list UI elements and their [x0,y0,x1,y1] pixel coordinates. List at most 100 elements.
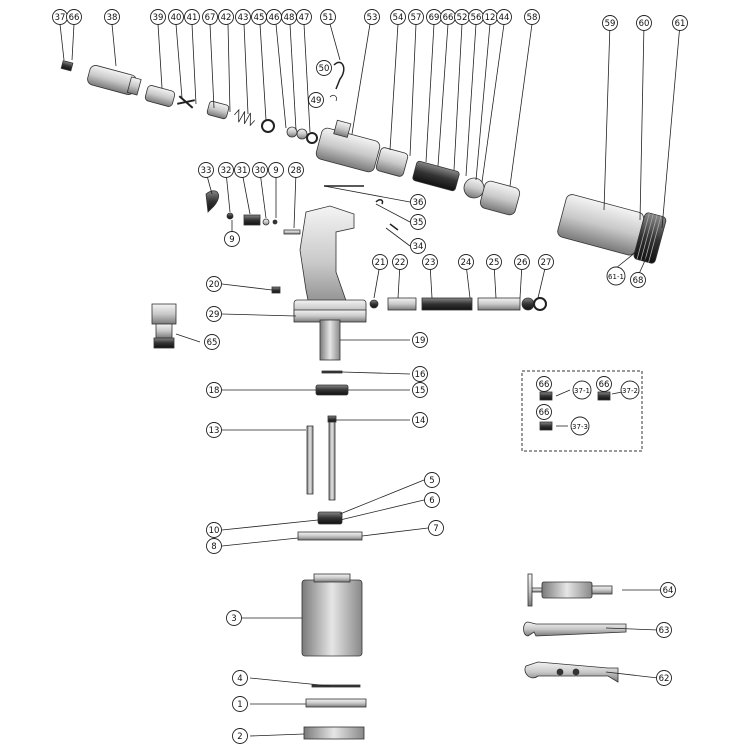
part-39 [144,85,176,107]
callout-c53: 53 [364,9,380,25]
callout-c23: 23 [422,254,438,270]
callout-c20: 20 [206,276,222,292]
part-54-57 [375,147,409,177]
callout-c29: 29 [206,306,222,322]
callout-number: 12 [485,13,496,23]
callout-number: 9 [273,166,278,176]
part-valve-row [369,297,547,311]
callout-number: 28 [291,166,302,176]
callout-circle [206,538,222,554]
callout-c18: 18 [206,382,222,398]
callout-c15: 15 [412,382,428,398]
callout-number: 40 [171,13,182,23]
callout-circle [206,276,222,292]
part-63 [523,621,627,637]
part-32 [226,212,234,220]
callout-number: 62 [659,674,670,684]
callout-circle [184,9,200,25]
callout-c19: 19 [412,332,428,348]
callout-number: 37-3 [572,423,588,431]
callout-circle [372,254,388,270]
callout-number: 35 [413,218,424,228]
part-4 [311,684,361,688]
part-37-1 [539,391,553,401]
callout-c69: 69 [426,9,442,25]
callout-number: 37 [55,13,66,23]
callout-c46: 46 [266,9,282,25]
callout-circle [524,9,540,25]
callout-number: 6 [429,496,434,506]
callout-number: 64 [663,586,674,596]
callout-number: 65 [207,338,218,348]
callout-number: 41 [187,13,198,23]
callout-circle [412,382,428,398]
callout-c61: 61 [672,15,688,31]
callout-number: 20 [209,280,220,290]
callout-circle [364,9,380,25]
callout-number: 51 [323,13,334,23]
callout-number: 27 [541,258,552,268]
callout-c44: 44 [496,9,512,25]
callout-circle [198,162,214,178]
callout-c66c: 66 [536,376,552,392]
part-9 [272,219,278,225]
callout-number: 59 [605,19,616,29]
callout-circle [486,254,502,270]
callout-number: 42 [221,13,232,23]
part-14 [327,415,337,501]
callout-circle [422,254,438,270]
callout-number: 30 [255,166,266,176]
part-65 [151,303,177,349]
part-53-head [315,119,381,173]
part-49-50-51 [329,61,345,102]
callout-c66e: 66 [536,404,552,420]
part-59-60-61 [557,194,667,264]
callout-number: 47 [299,13,310,23]
callout-c373: 37-3 [570,416,590,436]
callout-circle [428,520,444,536]
callout-circle [206,422,222,438]
part-37-66 [60,60,74,72]
callout-number: 52 [457,13,468,23]
part-15-18 [315,384,349,396]
callout-c58: 58 [524,9,540,25]
callout-number: 10 [209,526,220,536]
callout-number: 19 [415,336,426,346]
part-37-3 [539,421,553,431]
callout-c5: 5 [424,472,440,488]
part-7-8 [297,531,363,541]
callout-c371: 37-1 [572,380,592,400]
callout-c45: 45 [251,9,267,25]
callout-c67: 67 [202,9,218,25]
callout-c65: 65 [204,334,220,350]
callout-number: 29 [209,310,220,320]
callout-number: 22 [395,258,406,268]
parts-drawings [60,60,667,740]
callout-number: 61-1 [608,273,624,281]
callout-c25: 25 [486,254,502,270]
callout-number: 31 [237,166,248,176]
callout-c27: 27 [538,254,554,270]
callout-circle [206,522,222,538]
part-40-41 [177,95,195,109]
callout-c22: 22 [392,254,408,270]
callout-circle [424,492,440,508]
callout-c50: 50 [316,60,332,76]
callout-c1: 1 [232,696,248,712]
callout-circle [308,92,324,108]
callout-number: 53 [367,13,378,23]
part-5-6-10 [317,511,343,525]
callout-circle [458,254,474,270]
callout-c611: 61-1 [606,266,626,286]
part-45 [261,119,275,133]
callout-number: 32 [221,166,232,176]
callout-circle [390,9,406,25]
callout-circle [412,366,428,382]
callout-circle [202,9,218,25]
callout-c34: 34 [410,238,426,254]
callout-number: 58 [527,13,538,23]
callout-c43: 43 [235,9,251,25]
callout-number: 66 [539,408,550,418]
callout-circle [234,162,250,178]
